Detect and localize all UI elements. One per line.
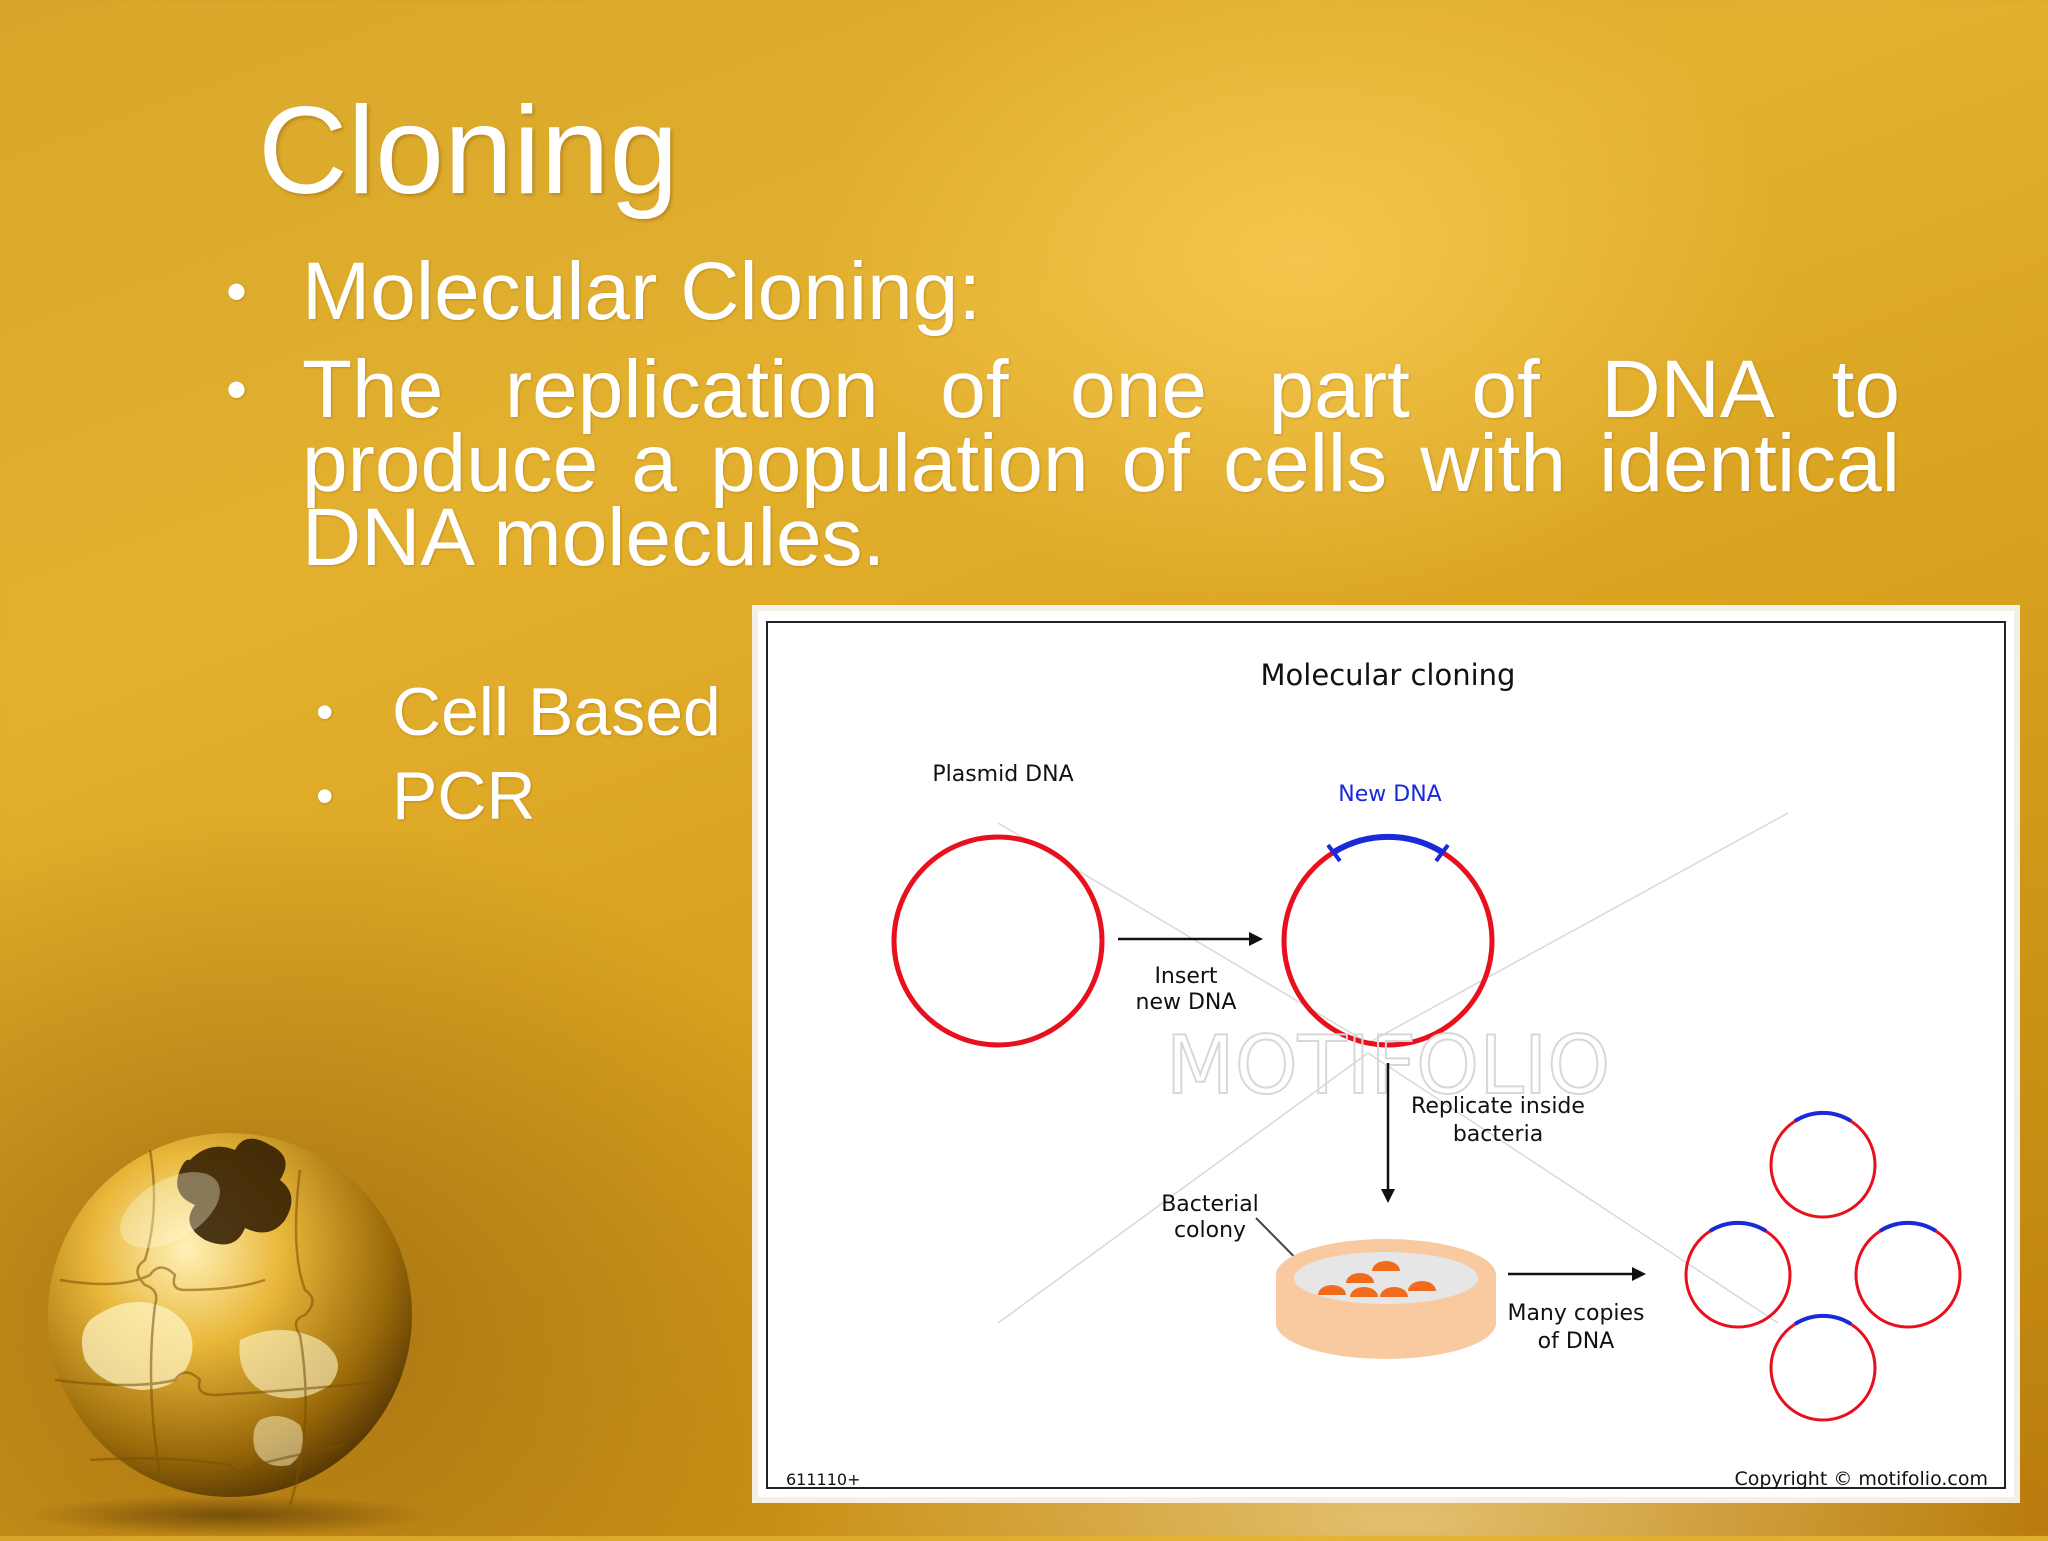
replicate-label-1: Replicate inside [1411,1094,1585,1119]
plasmid-copy [1769,1110,1877,1219]
colony-label-1: Bacterial [1161,1192,1259,1217]
new-dna-segment [1793,1313,1853,1326]
bullet-item: • The replication of one part of DNA to … [220,349,1900,579]
colony-label-2: colony [1174,1218,1246,1243]
sub-bullet-list: • Cell Based • PCR [310,670,721,838]
bullet-item: • Molecular Cloning: [220,251,1820,333]
bullet-list: • Molecular Cloning: • The replication o… [220,251,1900,599]
recombinant-plasmid-circle [1281,834,1495,1048]
sub-bullet-text: Cell Based [392,674,721,750]
copyright-notice: Copyright © motifolio.com [1734,1468,1988,1490]
bullet-dot-icon: • [316,684,334,740]
figure-frame: Molecular cloning Plasmid DNA Insert new… [766,621,2006,1490]
replicate-label-2: bacteria [1453,1122,1543,1147]
sub-bullet-text: PCR [392,758,536,834]
plasmid-copy [1684,1220,1792,1329]
figure-title: Molecular cloning [1261,658,1516,692]
molecular-cloning-figure: Molecular cloning Plasmid DNA Insert new… [752,605,2020,1503]
bullet-dot-icon: • [226,258,248,325]
bullet-text: The replication of one part of DNA to pr… [302,344,1900,583]
copies-label-1: Many copies [1507,1301,1644,1326]
cloning-diagram: Molecular cloning Plasmid DNA Insert new… [786,658,1988,1490]
watermark-line [997,1052,1369,1324]
colony-icon [1380,1287,1408,1297]
insert-label-2: new DNA [1136,990,1237,1015]
sub-bullet-item: • PCR [310,754,721,838]
watermark-line [1367,1052,1779,1324]
arrowhead-icon [1249,932,1263,946]
slide-title: Cloning [258,82,679,220]
arrowhead-icon [1381,1189,1395,1203]
insert-marker [1326,843,1342,863]
colony-icon [1408,1281,1436,1291]
insert-label-1: Insert [1154,964,1217,989]
new-dna-segment [1878,1220,1938,1233]
plasmid-copy [1854,1220,1962,1329]
new-dna-segment [1793,1110,1853,1123]
plasmid-copy [1769,1313,1877,1422]
arrowhead-icon [1632,1267,1646,1281]
plasmid-copy-circle [1769,1111,1877,1219]
new-dna-segment [1708,1220,1768,1233]
copies-label-2: of DNA [1538,1329,1615,1354]
new-dna-label: New DNA [1338,782,1441,807]
bullet-text: Molecular Cloning: [302,246,982,337]
colony-icon [1350,1287,1378,1297]
puzzle-globe-icon [30,1090,450,1536]
colony-icon [1318,1285,1346,1295]
plasmid-copy-circle [1854,1221,1962,1329]
sub-bullet-item: • Cell Based [310,670,721,754]
plasmid-copy-circle [1769,1314,1877,1422]
petri-dish [1276,1239,1496,1359]
plasmid-label: Plasmid DNA [932,762,1073,787]
plasmid-circle [891,834,1105,1048]
colony-icon [1372,1261,1400,1271]
colony-icon [1346,1273,1374,1283]
new-dna-segment [1332,833,1444,855]
bullet-dot-icon: • [226,356,248,423]
plasmid-copy-circle [1684,1221,1792,1329]
watermark-line [1367,812,1789,1044]
figure-id-code: 611110+ [786,1470,860,1489]
bullet-dot-icon: • [316,768,334,824]
insert-marker [1434,843,1450,863]
